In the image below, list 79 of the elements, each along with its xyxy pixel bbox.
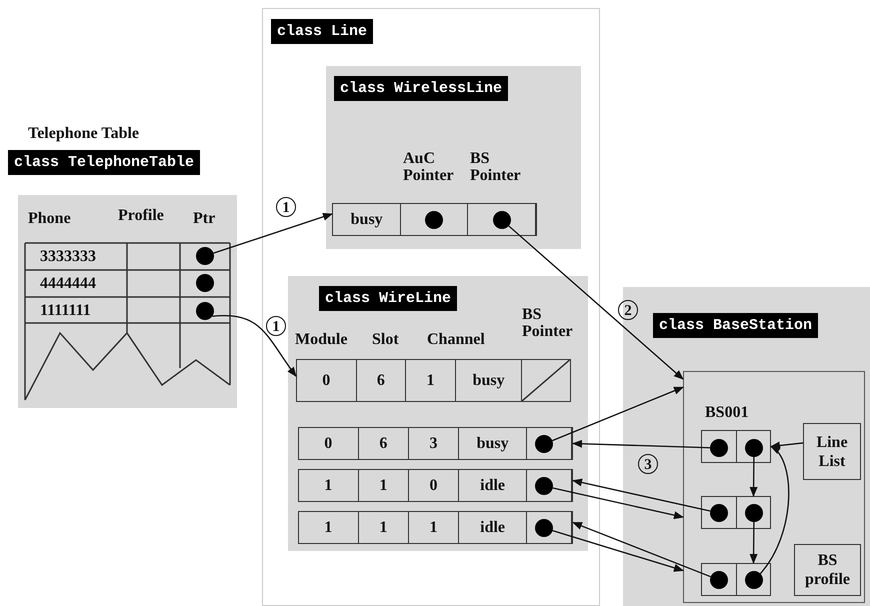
class-label: class WireLine: [319, 286, 458, 311]
column-header: Phone: [28, 210, 71, 227]
table-cell: 1: [299, 512, 359, 543]
pointer-dot: [745, 571, 763, 589]
pointer-dot: [745, 504, 763, 522]
pointer-dot: [535, 519, 553, 537]
class-panel: [262, 8, 600, 606]
pointer-pair: [701, 430, 771, 463]
arrow: [572, 522, 711, 578]
class-label: class BaseStation: [653, 313, 818, 338]
table-cell: idle: [458, 512, 528, 543]
label-box: BS profile: [794, 544, 861, 596]
table-cell: 1: [358, 512, 410, 543]
table-cell: 3: [409, 428, 459, 459]
arrow: [750, 457, 758, 497]
step-number: 1: [276, 197, 296, 217]
record-row: [298, 469, 573, 502]
step-number: 3: [638, 454, 658, 474]
column-header: Module: [295, 331, 348, 348]
table-cell: busy: [458, 428, 528, 459]
arrow: [552, 386, 684, 442]
table-cell: busy: [456, 360, 522, 401]
arrow: [750, 522, 758, 564]
arrow: [760, 446, 790, 574]
table-cell: 1: [409, 512, 459, 543]
column-header: Profile: [118, 207, 164, 224]
column-header: AuC Pointer: [403, 150, 455, 184]
arrow: [552, 530, 684, 572]
record-row: [332, 203, 537, 236]
table-cell: 0: [409, 470, 459, 501]
table-cell: 6: [358, 428, 410, 459]
pointer-dot: [493, 211, 511, 229]
column-header: BS Pointer: [470, 150, 522, 184]
pointer-dot: [535, 435, 553, 453]
class-panel: [326, 66, 581, 249]
table-cell: 1: [299, 470, 359, 501]
arrow: [552, 487, 684, 520]
record-row: [296, 359, 571, 402]
class-label: class Line: [271, 19, 374, 44]
record-row: [298, 427, 573, 460]
class-panel: [623, 287, 870, 606]
arrow: [213, 212, 333, 254]
pointer-dot: [710, 504, 728, 522]
step-number: 2: [618, 300, 638, 320]
pointer-dot: [710, 571, 728, 589]
arrow: [770, 442, 804, 450]
phone-number: 3333333: [40, 248, 96, 265]
pointer-dot: [745, 439, 763, 457]
arrow: [212, 314, 297, 377]
column-header: Slot: [372, 331, 399, 348]
arrow: [572, 478, 710, 512]
class-label: class TelephoneTable: [8, 150, 200, 175]
pointer-pair: [701, 496, 771, 529]
pointer-dot: [535, 477, 553, 495]
table-cell: 1: [358, 470, 410, 501]
arrow: [572, 440, 710, 448]
pointer-dot: [710, 439, 728, 457]
class-label: class WirelessLine: [334, 76, 508, 101]
phone-number: 1111111: [40, 302, 91, 319]
column-header: Ptr: [193, 210, 216, 227]
label-box: Line List: [803, 423, 861, 480]
phone-number: 4444444: [40, 275, 96, 292]
table-cell: 0: [299, 428, 359, 459]
pointer-dot: [425, 211, 443, 229]
base-station-box: [683, 371, 865, 603]
table-title: Telephone Table: [28, 125, 140, 142]
record-row: [298, 511, 573, 544]
class-panel: [288, 276, 588, 551]
table-cell: 0: [297, 360, 357, 401]
table-cell: idle: [458, 470, 528, 501]
table-cell: busy: [333, 204, 402, 235]
table-cell: 1: [406, 360, 456, 401]
column-header: BS Pointer: [522, 306, 574, 340]
station-id: BS001: [705, 404, 749, 421]
pointer-pair: [701, 563, 771, 596]
step-number: 1: [266, 316, 286, 336]
column-header: Channel: [427, 331, 485, 348]
table-cell: 6: [356, 360, 406, 401]
arrow: [508, 225, 684, 380]
